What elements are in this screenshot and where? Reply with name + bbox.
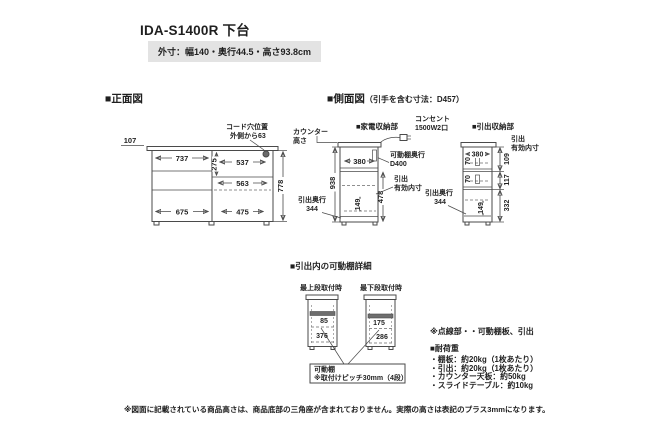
side-dim-380-left — [345, 156, 374, 165]
front-dim-107-value: 107 — [124, 136, 137, 145]
side-dim-149-left — [355, 198, 365, 211]
drawer-inner-label-right-line1: 引出 — [511, 134, 525, 143]
drawer-depth-leader-left — [321, 212, 342, 219]
top-mount-label: 最上段取付時 — [300, 283, 342, 292]
outlet-label-line1: コンセント — [415, 115, 450, 123]
side-view-heading: ■側面図（引手を含む寸法：D457） — [327, 91, 464, 106]
side-dim-149-left-value: 149 — [355, 199, 362, 211]
load-capacity-heading: ■耐荷重 — [430, 344, 459, 353]
side-dim-938-value: 938 — [328, 177, 337, 190]
callout-line2: ※取付けピッチ30mm（4段） — [314, 373, 408, 382]
detail-left-cabinet — [305, 294, 339, 350]
side-dim-117-value: 117 — [504, 174, 511, 185]
counter-height-label-line1: カウンター — [293, 127, 328, 136]
front-dim-778-value: 778 — [276, 180, 285, 193]
drawer-inner-label-left-line2: 有効内寸 — [394, 183, 422, 192]
side-view-heading-note: （引手を含む寸法：D457） — [364, 95, 464, 104]
drawer-inner-label-left-line1: 引出 — [394, 174, 408, 183]
drawer-depth-value-left: 344 — [306, 206, 318, 213]
callout-line1: 可動棚 — [314, 365, 335, 374]
bottom-mount-label: 最下段取付時 — [360, 283, 402, 292]
side-dim-70-mid: 70 — [465, 175, 472, 183]
callout-leaders — [320, 327, 380, 365]
front-dim-675-value: 675 — [176, 208, 189, 217]
cord-hole-label-line1: コード穴位置 — [226, 122, 268, 131]
cord-hole-label-line2: 外側から63 — [230, 131, 266, 140]
front-dim-537 — [220, 157, 265, 167]
drawer-inner-label-right-line2: 有効内寸 — [511, 143, 539, 152]
side-dim-109-value: 109 — [504, 153, 511, 165]
callout-box — [309, 363, 406, 384]
front-dim-275-value: 275 — [210, 158, 219, 171]
front-dim-563 — [219, 178, 267, 188]
load-item-shelf: ・棚板：約20kg（1枚あたり） — [430, 355, 538, 364]
side-right-inner-dims — [492, 146, 504, 223]
front-dim-475 — [222, 207, 263, 216]
drawer-depth-value-right: 344 — [434, 199, 446, 206]
drawer-section-label: ■引出収納部 — [472, 121, 515, 131]
detail-dim-286-value: 286 — [376, 334, 388, 341]
side-dim-938 — [330, 146, 340, 223]
notes-block: ※点線部・・可動棚板、引出 ■耐荷重 ・棚板：約20kg（1枚あたり） ・引出：… — [430, 326, 538, 390]
load-item-countertop: ・カウンター天板：約50kg — [430, 372, 526, 382]
detail-dim-175-value: 175 — [373, 320, 385, 327]
shelf-depth-label-line2: D400 — [390, 161, 407, 168]
side-dim-149-right — [478, 202, 488, 215]
shelf-depth-leader — [377, 157, 390, 163]
drawer-inner-leader-left — [375, 186, 394, 195]
side-dim-380-right — [466, 149, 489, 158]
detail-dim-85-value: 85 — [320, 318, 328, 325]
shelf-depth-label-line1: 可動棚奥行 — [390, 150, 425, 159]
outlet-label-line2: 1500W2口 — [415, 124, 448, 132]
front-dim-537-value: 537 — [236, 158, 249, 167]
front-view-heading: ■正面図 — [105, 93, 143, 105]
side-dim-478 — [378, 173, 388, 222]
counter-height-label-line2: 高さ — [293, 136, 307, 145]
side-dim-149-right-value: 149 — [478, 202, 485, 214]
load-item-drawer: ・引出：約20kg（1枚あたり） — [430, 363, 538, 373]
side-view-heading-text: ■側面図 — [327, 93, 365, 105]
detail-heading: ■引出内の可動棚詳細 — [290, 261, 372, 271]
front-dim-778 — [273, 150, 288, 222]
page-title: IDA-S1400R 下台 — [140, 23, 250, 38]
dotted-line-note: ※点線部・・可動棚板、引出 — [430, 327, 534, 336]
drawer-depth-leader-right — [447, 205, 467, 215]
front-dim-675 — [156, 206, 208, 216]
power-plug-icon — [378, 134, 411, 145]
side-view-drawing: ■家電収納部 コンセント 1500W2口 ■引出収納部 カウンター 高さ 3 — [293, 115, 539, 226]
side-left-cabinet-outline — [337, 142, 382, 226]
front-dim-275 — [212, 153, 221, 175]
load-item-slide-table: ・スライドテーブル：約10kg — [430, 380, 534, 390]
detail-dim-376-value: 376 — [316, 333, 328, 340]
appliance-section-label: ■家電収納部 — [356, 121, 399, 131]
front-cord-hole — [249, 139, 270, 158]
side-dim-478-value: 478 — [376, 191, 385, 204]
drawer-depth-label-right: 引出奥行 — [425, 188, 453, 197]
side-dim-70-top: 70 — [465, 157, 472, 165]
side-dim-332-value: 332 — [504, 200, 511, 212]
front-dim-563-value: 563 — [236, 179, 249, 188]
front-dim-737 — [156, 153, 208, 163]
front-dim-475-value: 475 — [236, 208, 249, 217]
side-dim-380-left-value: 380 — [353, 157, 366, 166]
front-view-drawing: コード穴位置 外側から63 107 737 675 275 537 563 47… — [121, 122, 288, 226]
side-dim-380-right-value: 380 — [472, 152, 484, 159]
front-dim-737-value: 737 — [176, 154, 189, 163]
footer-note: ※図面に記載されている商品高さは、商品底部の三角座が含まれておりません。実際の高… — [124, 405, 550, 414]
drawer-depth-label-left: 引出奥行 — [298, 195, 326, 204]
outer-dimensions-badge: 外寸：幅140・奥行44.5・高さ93.8cm — [148, 41, 322, 62]
movable-shelf-detail-drawing: 最上段取付時 最下段取付時 85 376 175 286 — [300, 283, 408, 384]
counter-height-leader — [316, 136, 337, 143]
